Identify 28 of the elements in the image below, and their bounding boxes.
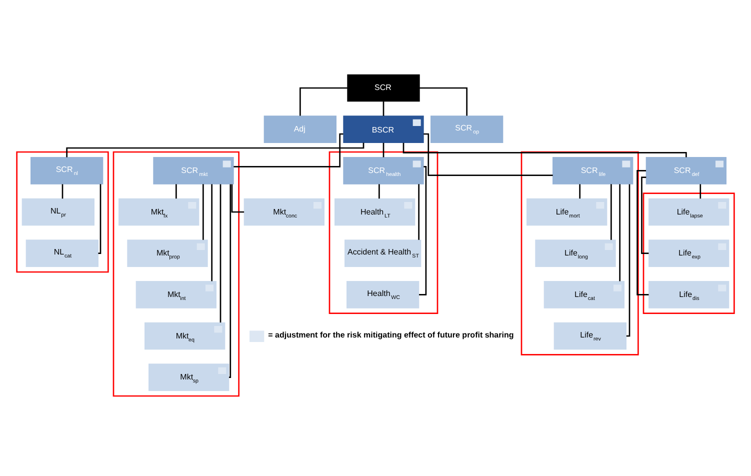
connector xyxy=(202,184,204,240)
connector xyxy=(700,184,702,199)
connector xyxy=(62,184,64,199)
cluster xyxy=(112,151,240,397)
connector xyxy=(420,87,468,116)
connector xyxy=(300,87,348,116)
connector xyxy=(220,184,222,323)
connector xyxy=(378,184,380,199)
connector xyxy=(234,133,344,168)
cluster xyxy=(520,151,639,356)
connector xyxy=(66,142,364,158)
connector xyxy=(579,184,580,199)
connector xyxy=(619,184,620,282)
connector xyxy=(419,166,427,296)
connector xyxy=(418,184,420,240)
connector xyxy=(382,102,384,116)
connector xyxy=(382,142,384,158)
connector xyxy=(424,133,553,176)
connector xyxy=(610,184,612,240)
connector xyxy=(231,184,244,213)
connector xyxy=(176,184,177,199)
cluster xyxy=(328,151,438,314)
cluster xyxy=(642,192,735,314)
connector xyxy=(636,170,649,296)
connector xyxy=(98,184,102,254)
connector xyxy=(211,184,212,282)
connector xyxy=(641,176,649,254)
cluster xyxy=(16,151,109,273)
